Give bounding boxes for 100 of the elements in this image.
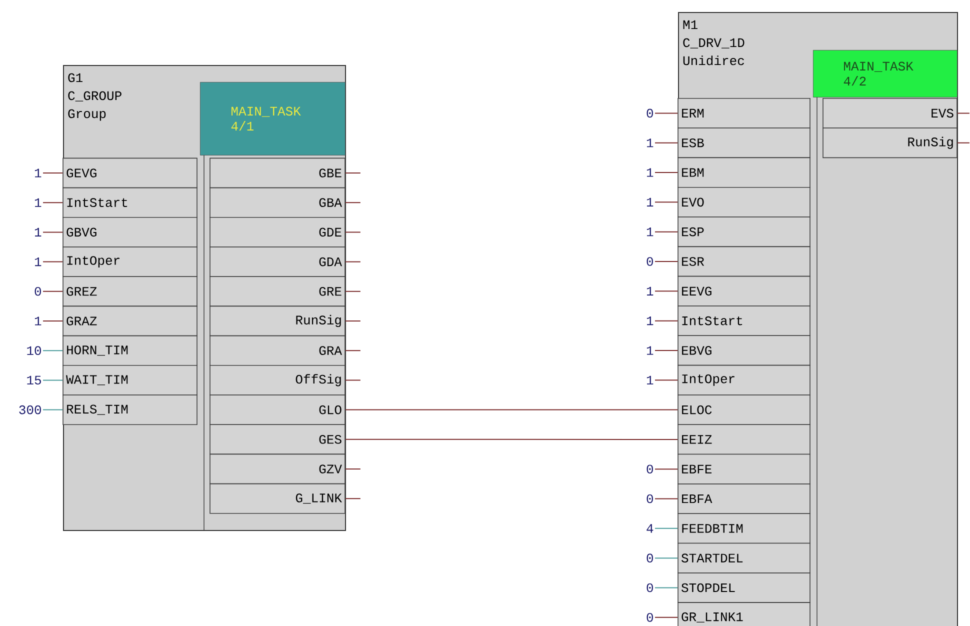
parameter-value: 0 [646,554,653,562]
output-pin: GDE [210,217,346,248]
connection-line [654,112,678,114]
parameter-value: 0 [646,464,653,474]
parameter-value: 1 [646,346,654,355]
input-pin: GREZ [62,276,198,307]
connection-line [654,290,678,292]
input-pin: EBM [678,157,810,188]
output-pin: GES [210,424,346,455]
connection-line [42,232,64,233]
parameter-value: 1 [646,228,654,236]
parameter-value: 0 [34,286,41,296]
parameter-value: 1 [34,228,42,236]
signal-stub [344,380,361,381]
input-pin: RELS_TIM [62,394,198,425]
input-pin: IntStart [62,187,198,218]
input-pin: EVO [678,186,810,218]
signal-stub [344,498,361,500]
output-pin: GRE [210,276,346,307]
output-pin: GDA [210,246,346,277]
signal-stub [344,290,361,292]
input-pin: IntStart [678,306,810,336]
parameter-value: 0 [646,257,653,266]
signal-stub [344,172,361,174]
parameter-value: 0 [646,494,653,504]
input-pin: ESR [678,246,810,277]
signal-stub [956,142,970,144]
parameter-value: 0 [646,613,653,622]
parameter-value: 1 [646,168,654,177]
signal-stub [956,112,970,114]
input-pin: EEVG [678,276,810,306]
signal-stub [344,320,361,322]
connection-line [654,558,678,559]
input-pin: FEEDBTIM [678,513,810,544]
parameter-value: 10 [27,346,41,355]
input-pin: ERM [678,98,810,128]
output-pin: GZV [210,454,346,484]
connection-line [42,320,64,322]
signal-stub [344,468,361,470]
connection-line [654,350,678,351]
parameter-value: 0 [646,108,653,118]
signal-stub [344,202,361,204]
output-pin: OffSig [210,365,346,396]
connection-line [42,202,64,204]
parameter-value: 300 [19,405,41,414]
parameter-value: 15 [27,376,41,385]
output-pin: GBE [210,158,346,188]
connection-line [654,172,678,174]
input-pin: ESB [678,128,810,158]
connection-line [654,142,678,144]
connection-line [42,380,64,381]
parameter-value: 0 [646,583,653,592]
signal-stub [344,232,361,233]
connection-line [42,261,64,262]
connection-line [344,438,678,440]
output-pin: GLO [210,394,346,425]
signal-stub [344,350,361,352]
parameter-value: 1 [646,286,654,296]
input-pin: IntOper [678,364,810,396]
output-pin: RunSig [210,306,346,336]
parameter-value: 1 [34,258,42,266]
input-pin: WAIT_TIM [62,365,198,396]
connection-line [42,290,64,292]
connection-line [654,320,678,322]
input-pin: EBFE [678,454,810,484]
connection-line [654,498,678,500]
output-pin: GBA [210,187,346,218]
signal-stub [344,261,361,262]
input-pin: GRAZ [62,306,198,336]
connection-line [654,468,678,470]
connection-line [654,616,678,618]
output-pin: G_LINK [210,483,346,514]
output-pin: EVS [822,98,958,128]
input-pin: EEIZ [678,424,810,455]
input-pin: STARTDEL [678,542,810,574]
connection-line [654,231,678,232]
connection-line [654,261,678,262]
connection-line [42,350,64,352]
parameter-value: 1 [34,316,42,326]
input-pin: ELOC [678,394,810,426]
task-label: MAIN_TASK 4/2 [813,50,958,98]
connection-line [42,172,64,174]
parameter-value: 1 [34,198,42,207]
input-pin: GEVG [62,158,198,188]
input-pin: IntOper [62,246,198,277]
parameter-value: 1 [34,168,42,178]
parameter-value: 4 [646,524,654,533]
input-pin: GR_LINK1 [678,602,810,626]
connection-line [654,587,678,588]
output-pin: GRA [210,335,346,366]
input-pin: STOPDEL [678,572,810,603]
output-pin: RunSig [822,128,958,158]
input-pin: EBVG [678,335,810,366]
parameter-value: 1 [646,198,654,206]
input-pin: GBVG [62,217,198,248]
connection-line [654,380,678,381]
task-label: MAIN_TASK 4/1 [200,82,346,156]
parameter-value: 1 [646,316,654,326]
input-pin: ESP [678,216,810,248]
connection-line [654,528,678,529]
